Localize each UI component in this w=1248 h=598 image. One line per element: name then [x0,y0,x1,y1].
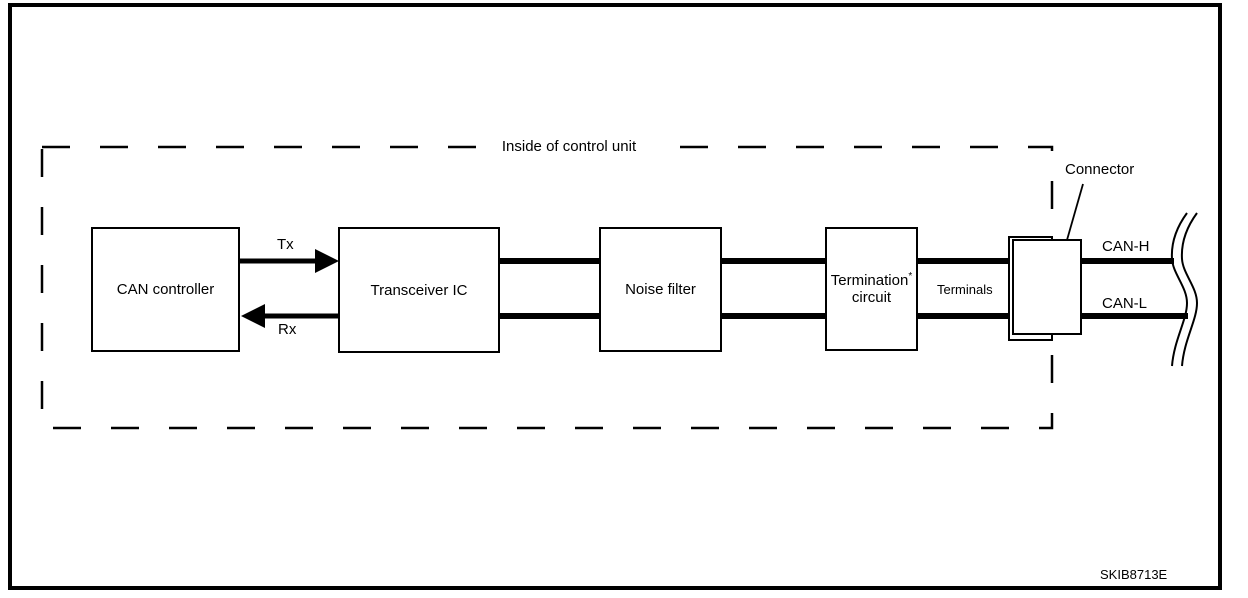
control-unit-dashed-boundary [40,145,1054,430]
can-h-wire-label: CAN-H [1102,238,1150,255]
block-transceiver-ic-label: Transceiver IC [370,281,468,299]
block-noise-filter: Noise filter [599,227,722,352]
control-unit-boundary-label: Inside of control unit [477,138,661,156]
block-can-controller-label: CAN controller [116,281,215,298]
rx-signal-label: Rx [278,321,297,338]
can-l-wire-label: CAN-L [1102,295,1148,312]
block-termination-label-line2: circuit [851,289,892,306]
wire-break-symbol [1170,212,1199,367]
figure-code: SKIB8713E [1100,567,1168,582]
block-noise-filter-label: Noise filter [625,281,696,298]
block-transceiver-ic: Transceiver IC [338,227,500,353]
block-can-controller: CAN controller [91,227,240,352]
rx-arrow [241,304,338,328]
tx-signal-label: Tx [277,236,294,253]
block-termination-label-line1: Termination* [830,271,913,290]
connector-label: Connector [1065,161,1135,178]
termination-text: Termination [830,272,909,289]
connector-leader-line [1066,183,1084,241]
termination-footnote-marker: * [908,271,913,282]
connector-front-shell [1012,239,1082,335]
block-termination-circuit: Termination* circuit [825,227,918,351]
tx-arrow [240,249,339,273]
terminals-label: Terminals [937,282,993,297]
